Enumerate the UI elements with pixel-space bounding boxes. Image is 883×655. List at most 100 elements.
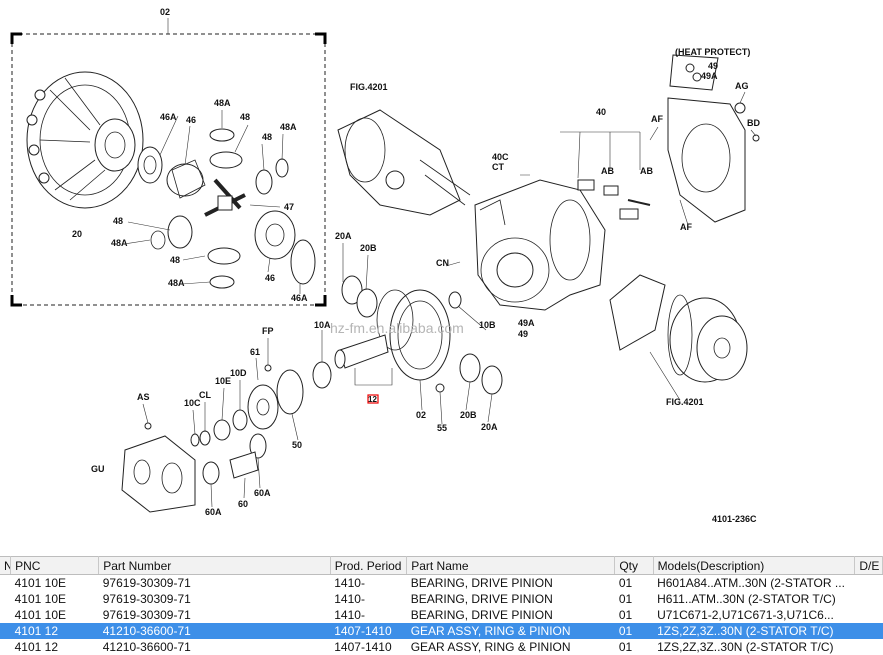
cell-part-name: BEARING, DRIVE PINION	[410, 608, 553, 622]
callout-48a[interactable]: 48A	[168, 278, 185, 288]
callout-02[interactable]: 02	[416, 410, 426, 420]
cell-pnc: 4101 12	[10, 623, 99, 639]
callout-10b[interactable]: 10B	[479, 320, 496, 330]
callout-heat-protect[interactable]: (HEAT PROTECT)	[675, 47, 750, 57]
cell-pnc: 4101 10E	[14, 592, 66, 606]
callout-48[interactable]: 48	[113, 216, 123, 226]
callout-02[interactable]: 02	[160, 7, 170, 17]
cell-part-number: 97619-30309-71	[102, 576, 191, 590]
cell-part-number: 97619-30309-71	[102, 592, 191, 606]
cell-part-number: 41210-36600-71	[98, 623, 331, 639]
column-header-models[interactable]: Models(Description)	[653, 556, 856, 575]
cell-pnc: 4101 10E	[14, 576, 66, 590]
differential-case	[26, 71, 144, 209]
cell-n	[0, 607, 11, 623]
leader-lines	[123, 91, 757, 508]
diagram-code: 4101-236C	[712, 514, 757, 524]
watermark: hz-fm.en.alibaba.com	[330, 320, 464, 336]
callout-10c[interactable]: 10C	[184, 398, 201, 408]
cell-pnc: 4101 12	[14, 640, 58, 654]
cell-de	[855, 591, 883, 607]
callout-af[interactable]: AF	[651, 114, 663, 124]
callout-47[interactable]: 47	[284, 202, 294, 212]
table-row[interactable]: 4101 12 41210-36600-71 1407-1410 GEAR AS…	[0, 639, 883, 655]
callout-20b[interactable]: 20B	[460, 410, 477, 420]
column-header-pnc[interactable]: PNC	[10, 556, 100, 575]
callout-40[interactable]: 40	[596, 107, 606, 117]
callout-20b[interactable]: 20B	[360, 243, 377, 253]
callout-10a[interactable]: 10A	[314, 320, 331, 330]
callout-50[interactable]: 50	[292, 440, 302, 450]
callout-10e[interactable]: 10E	[215, 376, 231, 386]
column-header-part-number[interactable]: Part Number	[98, 556, 331, 575]
cell-part-name: GEAR ASSY, RING & PINION	[410, 640, 571, 654]
callout-labels: 02 20 46A 46 48A 48 48 48A 47 48 48A 48 …	[72, 7, 760, 524]
callout-48[interactable]: 48	[262, 132, 272, 142]
callout-49[interactable]: 49	[708, 61, 718, 71]
cell-n	[0, 623, 11, 639]
cell-n	[0, 591, 11, 607]
callout-49[interactable]: 49	[518, 329, 528, 339]
callout-ab[interactable]: AB	[640, 166, 653, 176]
cell-models: H611..ATM..30N (2-STATOR T/C)	[657, 592, 836, 606]
cell-prod-period: 1407-1410	[330, 623, 407, 639]
callout-49a[interactable]: 49A	[701, 71, 718, 81]
callout-40c[interactable]: 40C	[492, 152, 509, 162]
table-row[interactable]: 4101 10E 97619-30309-71 1410- BEARING, D…	[0, 575, 883, 592]
callout-46a[interactable]: 46A	[291, 293, 308, 303]
callout-48[interactable]: 48	[240, 112, 250, 122]
drive-pinion-parts	[144, 364, 304, 485]
callout-48a[interactable]: 48A	[280, 122, 297, 132]
callout-ab[interactable]: AB	[601, 166, 614, 176]
column-header-de[interactable]: D/E	[854, 556, 883, 575]
callout-20a[interactable]: 20A	[335, 231, 352, 241]
callout-46a[interactable]: 46A	[160, 112, 177, 122]
callout-as[interactable]: AS	[137, 392, 150, 402]
callout-48a[interactable]: 48A	[111, 238, 128, 248]
callout-ct[interactable]: CT	[492, 162, 504, 172]
callout-46[interactable]: 46	[186, 115, 196, 125]
column-header-part-name[interactable]: Part Name	[406, 556, 616, 575]
callout-fig-4201[interactable]: FIG.4201	[666, 397, 704, 407]
cell-qty: 01	[618, 608, 633, 622]
heat-protect-plate	[667, 54, 760, 223]
callout-20a[interactable]: 20A	[481, 422, 498, 432]
differential-housing	[474, 179, 651, 311]
cell-prod-period: 1410-	[334, 576, 365, 590]
callout-cl[interactable]: CL	[199, 390, 211, 400]
callout-20[interactable]: 20	[72, 229, 82, 239]
column-header-prod-period[interactable]: Prod. Period	[330, 556, 408, 575]
callout-60[interactable]: 60	[238, 499, 248, 509]
callout-fp[interactable]: FP	[262, 326, 274, 336]
table-row[interactable]: 4101 10E 97619-30309-71 1410- BEARING, D…	[0, 591, 883, 607]
cell-qty: 01	[618, 592, 633, 606]
cell-de	[855, 575, 883, 592]
callout-gu[interactable]: GU	[91, 464, 105, 474]
cell-de	[855, 607, 883, 623]
ring-gear-and-pinion	[312, 275, 503, 404]
column-header-qty[interactable]: Qty	[614, 556, 654, 575]
table-row[interactable]: 4101 10E 97619-30309-71 1410- BEARING, D…	[0, 607, 883, 623]
cell-n	[0, 575, 11, 592]
cell-qty: 01	[618, 576, 633, 590]
callout-cn[interactable]: CN	[436, 258, 449, 268]
callout-10d[interactable]: 10D	[230, 368, 247, 378]
callout-49a[interactable]: 49A	[518, 318, 535, 328]
callout-61[interactable]: 61	[250, 347, 260, 357]
callout-48a[interactable]: 48A	[214, 98, 231, 108]
callout-55[interactable]: 55	[437, 423, 447, 433]
table-row-selected[interactable]: 4101 12 41210-36600-71 1407-1410 GEAR AS…	[0, 623, 883, 639]
callout-12[interactable]: 12	[368, 395, 377, 404]
callout-46[interactable]: 46	[265, 273, 275, 283]
callout-fig-4201[interactable]: FIG.4201	[350, 82, 388, 92]
callout-bd[interactable]: BD	[747, 118, 760, 128]
callout-af[interactable]: AF	[680, 222, 692, 232]
cell-part-number: 41210-36600-71	[102, 640, 191, 654]
callout-60a[interactable]: 60A	[205, 507, 222, 517]
cell-part-name: GEAR ASSY, RING & PINION	[406, 623, 615, 639]
column-header-n[interactable]: N.	[0, 556, 12, 575]
parts-diagram: hz-fm.en.alibaba.com 02 20 46A 46 48A 48…	[10, 7, 760, 524]
callout-ag[interactable]: AG	[735, 81, 749, 91]
callout-60a[interactable]: 60A	[254, 488, 271, 498]
callout-48[interactable]: 48	[170, 255, 180, 265]
